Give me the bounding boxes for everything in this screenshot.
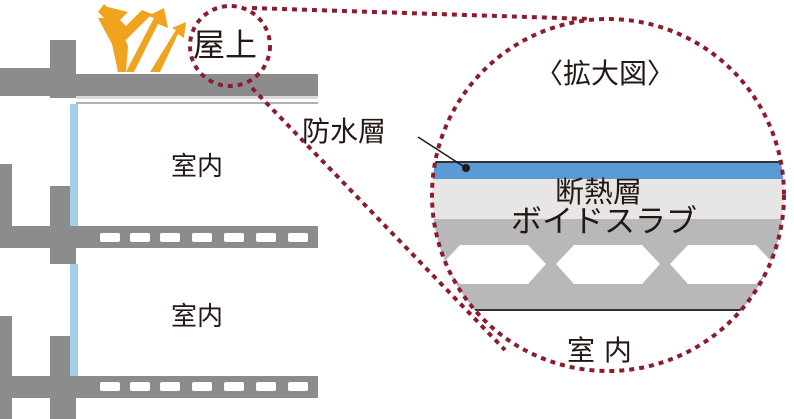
room-upper-label: 室内 bbox=[171, 152, 223, 182]
rooftop-label: 屋上 bbox=[193, 26, 257, 64]
waterproof-leader bbox=[417, 136, 467, 169]
insulation-layer-label: 断熱層 bbox=[555, 175, 642, 209]
zoom-callout: 〈拡大図〉 防水層 断熱層 ボイドスラブ 室 内 bbox=[188, 4, 786, 373]
roof-soffit bbox=[76, 96, 318, 99]
slab-voids-middle bbox=[100, 233, 308, 242]
floor-slab-middle bbox=[0, 226, 318, 248]
slab-voids-lower bbox=[100, 382, 308, 391]
waterproof-layer bbox=[432, 162, 784, 179]
wall-ledge-low bbox=[0, 316, 12, 419]
building-section: 屋上 室内 室内 bbox=[0, 4, 318, 419]
window-glass-lower bbox=[70, 264, 78, 376]
heat-reflect-arrows-icon bbox=[98, 4, 186, 72]
zoom-connector-bottom bbox=[250, 86, 507, 352]
window-glass-upper bbox=[70, 104, 78, 226]
zoom-ring bbox=[430, 17, 786, 373]
void-slab-hollows bbox=[442, 245, 774, 284]
roof-slab bbox=[0, 74, 318, 96]
floor-slab-lower bbox=[0, 376, 318, 398]
zoom-source-circle bbox=[188, 4, 272, 88]
waterproof-leader-dot bbox=[462, 164, 470, 172]
room-lower-label: 室内 bbox=[171, 302, 223, 332]
waterproof-layer-label: 防水層 bbox=[302, 115, 386, 148]
zoom-connector-top bbox=[251, 6, 591, 21]
zoom-title: 〈拡大図〉 bbox=[535, 57, 675, 90]
zoom-room-label: 室 内 bbox=[567, 334, 632, 367]
insulation-layer bbox=[432, 179, 784, 219]
void-slab-label: ボイドスラブ bbox=[511, 204, 697, 240]
zoom-layers bbox=[432, 161, 784, 311]
